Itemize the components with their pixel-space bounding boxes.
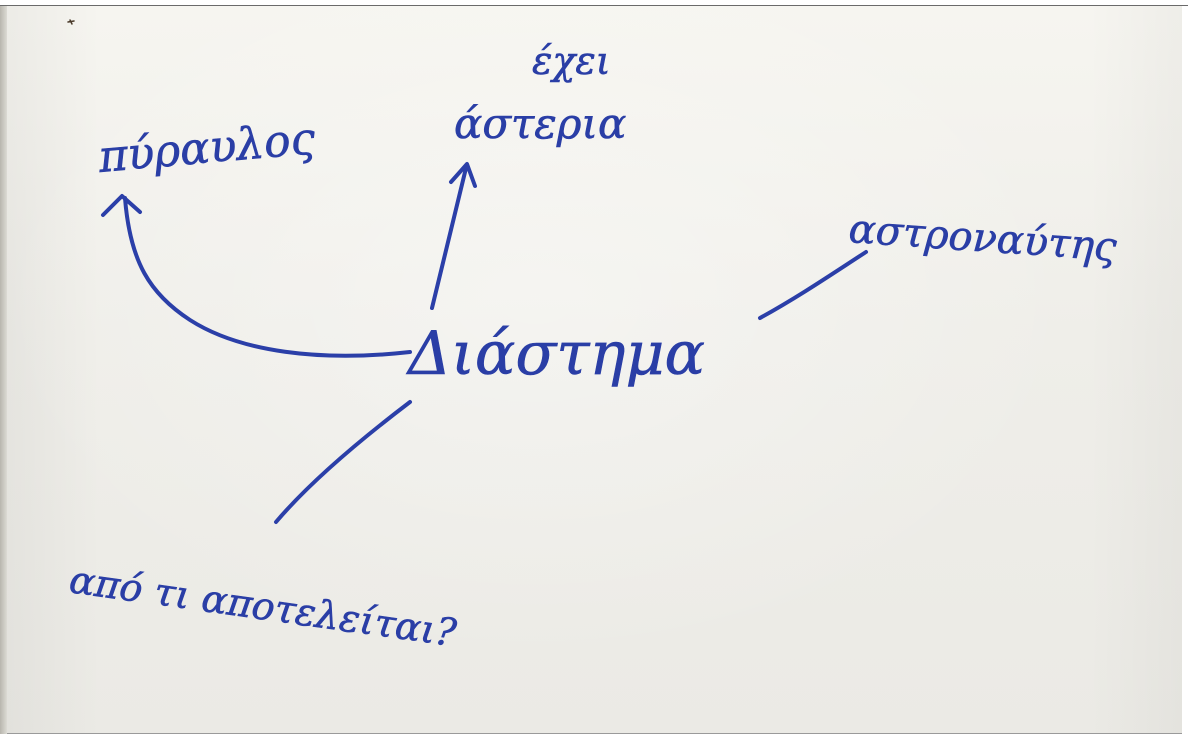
has-word: έχει [532,39,611,83]
arrow-to-rocket-head [101,194,142,217]
paper-shading [7,6,1182,734]
center-word: Διάστημα [406,319,705,389]
arrow-to-stars-head [449,162,477,188]
question-text: από τι αποτελείται? [67,557,460,655]
rocket-word: πύραυλος [96,113,318,183]
stars-word: άστερια [454,99,626,148]
paper-left-edge [0,6,7,734]
line-to-astronaut [758,250,868,320]
arrow-to-rocket [123,196,412,358]
astronaut-word: αστροναύτης [847,206,1118,271]
top-rule [0,5,1188,6]
stray-mark [67,19,75,25]
line-to-question [274,400,412,524]
arrow-to-stars [430,166,468,310]
paper-bottom-edge [7,733,1182,734]
paper-sheet [7,6,1182,734]
